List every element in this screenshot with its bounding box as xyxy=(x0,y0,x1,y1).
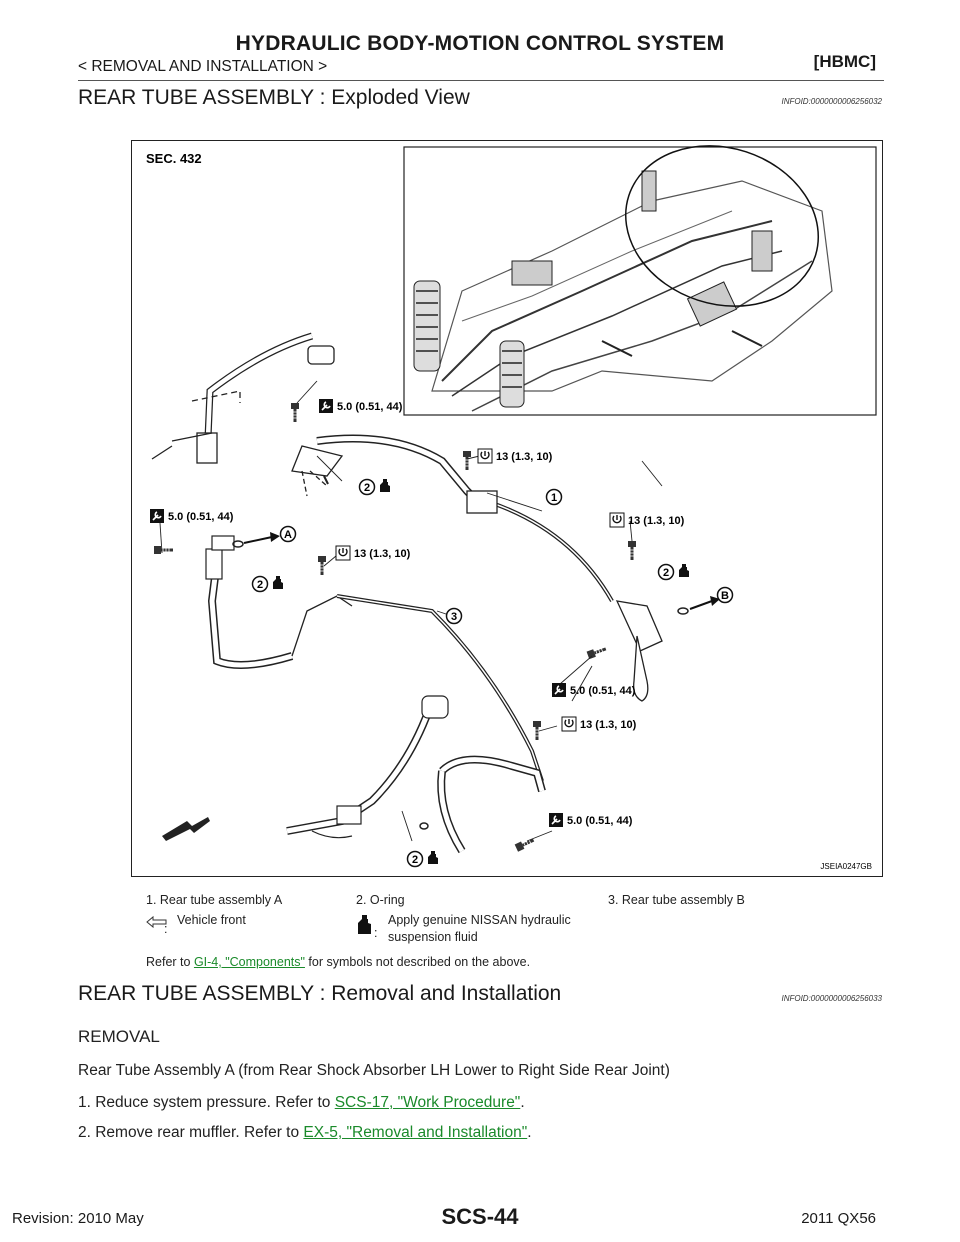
exploded-infoid: INFOID:0000000006256032 xyxy=(781,97,882,106)
legend-item-3: 3. Rear tube assembly B xyxy=(608,893,745,907)
svg-text:13 (1.3, 10): 13 (1.3, 10) xyxy=(628,515,685,527)
fluid-symbol xyxy=(354,914,374,941)
refer-suffix: for symbols not described on the above. xyxy=(304,955,531,969)
vehicle-overview-inset xyxy=(403,145,877,416)
svg-text:2: 2 xyxy=(663,567,669,579)
exploded-view-diagram: SEC. 432 xyxy=(131,140,883,877)
svg-text:5.0 (0.51, 44): 5.0 (0.51, 44) xyxy=(168,511,234,523)
vehicle-front-icon xyxy=(146,915,167,929)
svg-text:13 (1.3, 10): 13 (1.3, 10) xyxy=(496,451,553,463)
header-rule xyxy=(78,80,884,81)
sec-label: SEC. 432 xyxy=(146,151,202,166)
step-1-text: 1. Reduce system pressure. Refer to xyxy=(78,1094,335,1111)
svg-text:A: A xyxy=(284,529,292,541)
o-rings xyxy=(232,475,689,830)
removal-title: REAR TUBE ASSEMBLY : Removal and Install… xyxy=(78,982,562,1005)
step-2: 2. Remove rear muffler. Refer to EX-5, "… xyxy=(78,1124,532,1142)
refer-prefix: Refer to xyxy=(146,955,194,969)
header-bar: < REMOVAL AND INSTALLATION > [HBMC] xyxy=(78,52,884,82)
svg-text:3: 3 xyxy=(451,611,457,623)
removal-subhead: REMOVAL xyxy=(78,1027,160,1046)
removal-intro: Rear Tube Assembly A (from Rear Shock Ab… xyxy=(78,1062,670,1079)
rear-tube-assembly-a xyxy=(151,332,663,702)
bolts xyxy=(152,401,638,854)
header-code: [HBMC] xyxy=(813,52,876,71)
legend-fluid-line2: suspension fluid xyxy=(388,930,478,944)
legend-vehicle-front: Vehicle front xyxy=(177,913,246,927)
legend-colon-fluid: : xyxy=(374,926,378,940)
footer-page-number: SCS-44 xyxy=(441,1204,519,1229)
vehicle-front-symbol xyxy=(146,914,168,933)
svg-text:2: 2 xyxy=(257,579,263,591)
fluid-bottle-icon xyxy=(358,915,371,934)
header-title: HYDRAULIC BODY-MOTION CONTROL SYSTEM xyxy=(235,32,725,55)
step-1-period: . xyxy=(520,1094,525,1111)
svg-text:1: 1 xyxy=(551,492,557,504)
legend-colon-front: : xyxy=(164,922,168,936)
svg-text:2: 2 xyxy=(412,854,418,866)
svg-text:13 (1.3, 10): 13 (1.3, 10) xyxy=(354,548,411,560)
direction-arrows xyxy=(243,532,720,610)
footer-model: 2011 QX56 xyxy=(801,1210,876,1227)
removal-infoid: INFOID:0000000006256033 xyxy=(781,994,882,1003)
step-2-text: 2. Remove rear muffler. Refer to xyxy=(78,1124,304,1141)
svg-text:5.0 (0.51, 44): 5.0 (0.51, 44) xyxy=(567,815,633,827)
link-ex-5-removal-installation[interactable]: EX-5, "Removal and Installation" xyxy=(303,1124,528,1141)
header-section: < REMOVAL AND INSTALLATION > xyxy=(78,58,328,75)
svg-text:13 (1.3, 10): 13 (1.3, 10) xyxy=(580,719,637,731)
link-gi-4-components[interactable]: GI-4, "Components" xyxy=(193,955,305,969)
link-scs-17-work-procedure[interactable]: SCS-17, "Work Procedure" xyxy=(334,1094,521,1111)
vehicle-front-arrow xyxy=(162,817,210,841)
step-2-period: . xyxy=(527,1124,532,1141)
footer-revision: Revision: 2010 May xyxy=(12,1210,144,1227)
legend-item-2: 2. O-ring xyxy=(356,893,405,907)
exploded-view-title: REAR TUBE ASSEMBLY : Exploded View xyxy=(78,86,470,109)
svg-text:5.0 (0.51, 44): 5.0 (0.51, 44) xyxy=(337,401,403,413)
legend-refer: Refer to GI-4, "Components" for symbols … xyxy=(146,955,530,969)
rear-tube-assembly-b xyxy=(205,535,546,854)
callouts: 1 2 2 2 2 3 A B xyxy=(251,478,734,868)
figure-id: JSEIA0247GB xyxy=(820,862,872,871)
svg-text:B: B xyxy=(721,590,729,602)
svg-text:2: 2 xyxy=(364,482,370,494)
svg-text:5.0 (0.51, 44): 5.0 (0.51, 44) xyxy=(570,685,636,697)
legend-item-1: 1. Rear tube assembly A xyxy=(146,893,283,907)
legend-fluid-line1: Apply genuine NISSAN hydraulic xyxy=(388,913,571,927)
step-1: 1. Reduce system pressure. Refer to SCS-… xyxy=(78,1094,525,1112)
torque-labels: 5.0 (0.51, 44) 13 (1.3, 10) 5.0 (0.51, 4… xyxy=(149,398,685,828)
